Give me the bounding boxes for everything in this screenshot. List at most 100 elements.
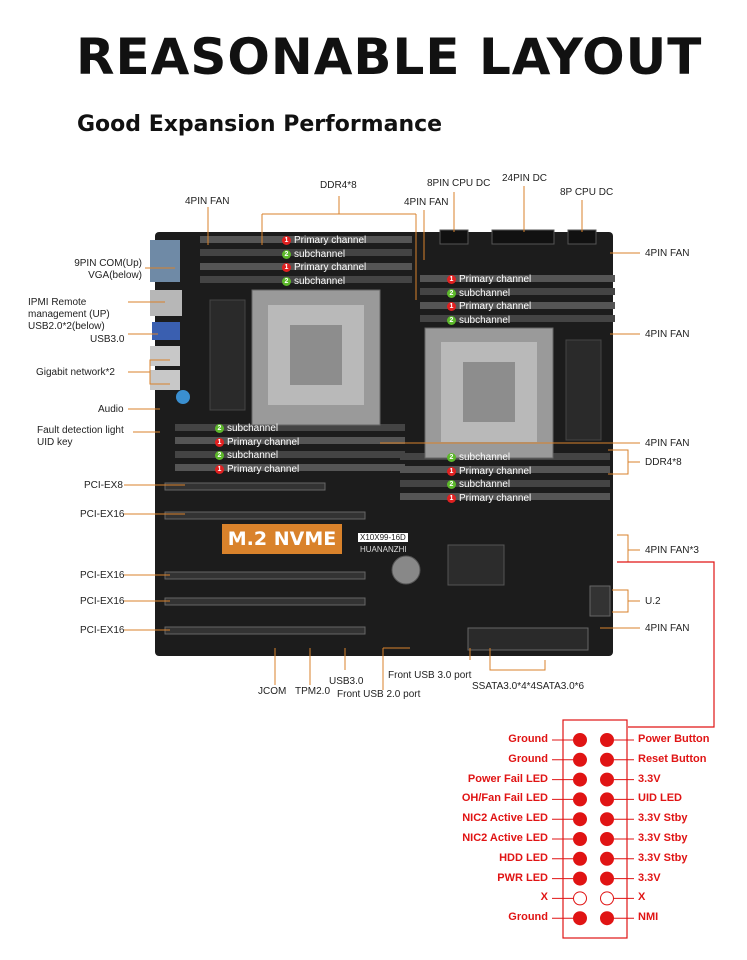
channel-text: Primary channel (227, 463, 300, 475)
channel-text: subchannel (227, 423, 279, 434)
front-panel-left-label: OH/Fan Fail LED (461, 792, 548, 805)
label-fan-top-left: 4PIN FAN (185, 196, 230, 207)
primary-channel-icon: 1 (215, 464, 224, 474)
channel-text: Primary channel (459, 274, 532, 285)
primary-channel-icon: 1 (447, 302, 456, 311)
label-front-usb2: Front USB 2.0 port (337, 689, 421, 700)
label-u2: U.2 (645, 596, 661, 607)
label-ddr4-top: DDR4*8 (320, 180, 357, 191)
label-fan-right-2: 4PIN FAN (645, 329, 690, 340)
front-panel-left-label: NIC2 Active LED (462, 812, 548, 825)
usb2-ports (150, 290, 182, 316)
pin-left (573, 733, 587, 747)
subchannel-icon: 2 (282, 249, 291, 259)
pin-left (573, 871, 587, 886)
label-com-vga: 9PIN COM(Up) VGA(below) (74, 258, 142, 281)
pin-left (573, 851, 587, 866)
front-panel-left-label: Power Fail LED (467, 772, 548, 785)
board-brand-label: HUANANZHI (360, 545, 407, 554)
primary-channel-icon: 1 (282, 263, 291, 272)
pin-left (573, 891, 587, 906)
label-sata: SSATA3.0*4*4SATA3.0*6 (472, 681, 585, 692)
atx-24pin-connector (491, 229, 555, 245)
label-usb3-left: USB3.0 (90, 334, 125, 345)
label-jcom: JCOM (258, 686, 287, 697)
pin-right (600, 851, 614, 866)
cmos-battery (391, 555, 421, 585)
channel-text: subchannel (459, 479, 511, 490)
channel-text: Primary channel (294, 235, 367, 246)
label-ddr4-right: DDR4*8 (645, 457, 682, 468)
cpu-socket-1 (251, 289, 381, 426)
vrm-heatsink-left (209, 299, 246, 411)
front-panel-left-label: HDD LED (499, 851, 548, 864)
pcie-x16-slot-1 (164, 511, 366, 520)
channel-text: Primary channel (459, 465, 532, 477)
subchannel-icon: 2 (215, 424, 224, 433)
subchannel-icon: 2 (282, 276, 291, 286)
front-panel-right-label: UID LED (638, 792, 682, 805)
front-panel-right-label: 3.3V (638, 772, 661, 785)
subchannel-icon: 2 (447, 480, 456, 489)
pin-right (600, 832, 614, 846)
front-panel-left-label: Ground (508, 733, 548, 745)
pin-left (573, 911, 587, 926)
pin-right (600, 871, 614, 886)
front-panel-left-label: PWR LED (497, 871, 548, 884)
primary-channel-icon: 1 (215, 437, 224, 447)
board-model-label: X10X99-16D (358, 533, 408, 542)
pin-right (600, 792, 614, 807)
label-tpm: TPM2.0 (295, 686, 331, 697)
label-gigabit: Gigabit network*2 (36, 367, 115, 378)
label-front-usb3: Front USB 3.0 port (388, 670, 472, 681)
channel-text: Primary channel (294, 262, 367, 273)
front-panel-right-label: 3.3V Stby (638, 832, 688, 844)
dimm-group-bottom-left (175, 424, 405, 471)
pin-left (573, 832, 587, 846)
label-fan-right-4: 4PIN FAN (645, 623, 690, 634)
label-cpu-8p: 8P CPU DC (560, 187, 614, 198)
channel-text: subchannel (459, 287, 511, 299)
page-subtitle: Good Expansion Performance (77, 112, 443, 137)
sata-ports (467, 627, 589, 651)
label-fault-uid: Fault detection light UID key (37, 425, 124, 448)
pin-right (600, 772, 614, 787)
front-panel-right-label: 3.3V Stby (638, 851, 688, 864)
label-fan-top-mid: 4PIN FAN (404, 197, 449, 208)
front-panel-header-box (562, 719, 628, 939)
primary-channel-icon: 1 (447, 275, 456, 284)
pin-right (600, 812, 614, 827)
label-cpu-8pin: 8PIN CPU DC (427, 178, 491, 189)
channel-text: Primary channel (459, 301, 532, 312)
channel-text: Primary channel (227, 436, 300, 448)
label-pciex16-3: PCI-EX16 (80, 596, 125, 607)
audio-jack (176, 390, 190, 404)
u2-connectors (589, 585, 611, 617)
primary-channel-icon: 1 (282, 236, 291, 245)
vrm-heatsink-right (565, 339, 602, 441)
front-panel-link (617, 561, 715, 728)
channel-text: subchannel (294, 275, 346, 287)
label-ipmi: IPMI Remote management (UP) USB2.0*2(bel… (28, 297, 110, 332)
channel-text: Primary channel (459, 492, 532, 504)
subchannel-icon: 2 (447, 315, 456, 325)
label-usb3-bottom: USB3.0 (329, 676, 364, 687)
chipset-heatsink (447, 544, 505, 586)
subchannel-icon: 2 (215, 451, 224, 460)
dimm-group-top-left (200, 236, 412, 283)
cpu-socket-2 (424, 327, 554, 459)
pin-right (600, 911, 614, 926)
